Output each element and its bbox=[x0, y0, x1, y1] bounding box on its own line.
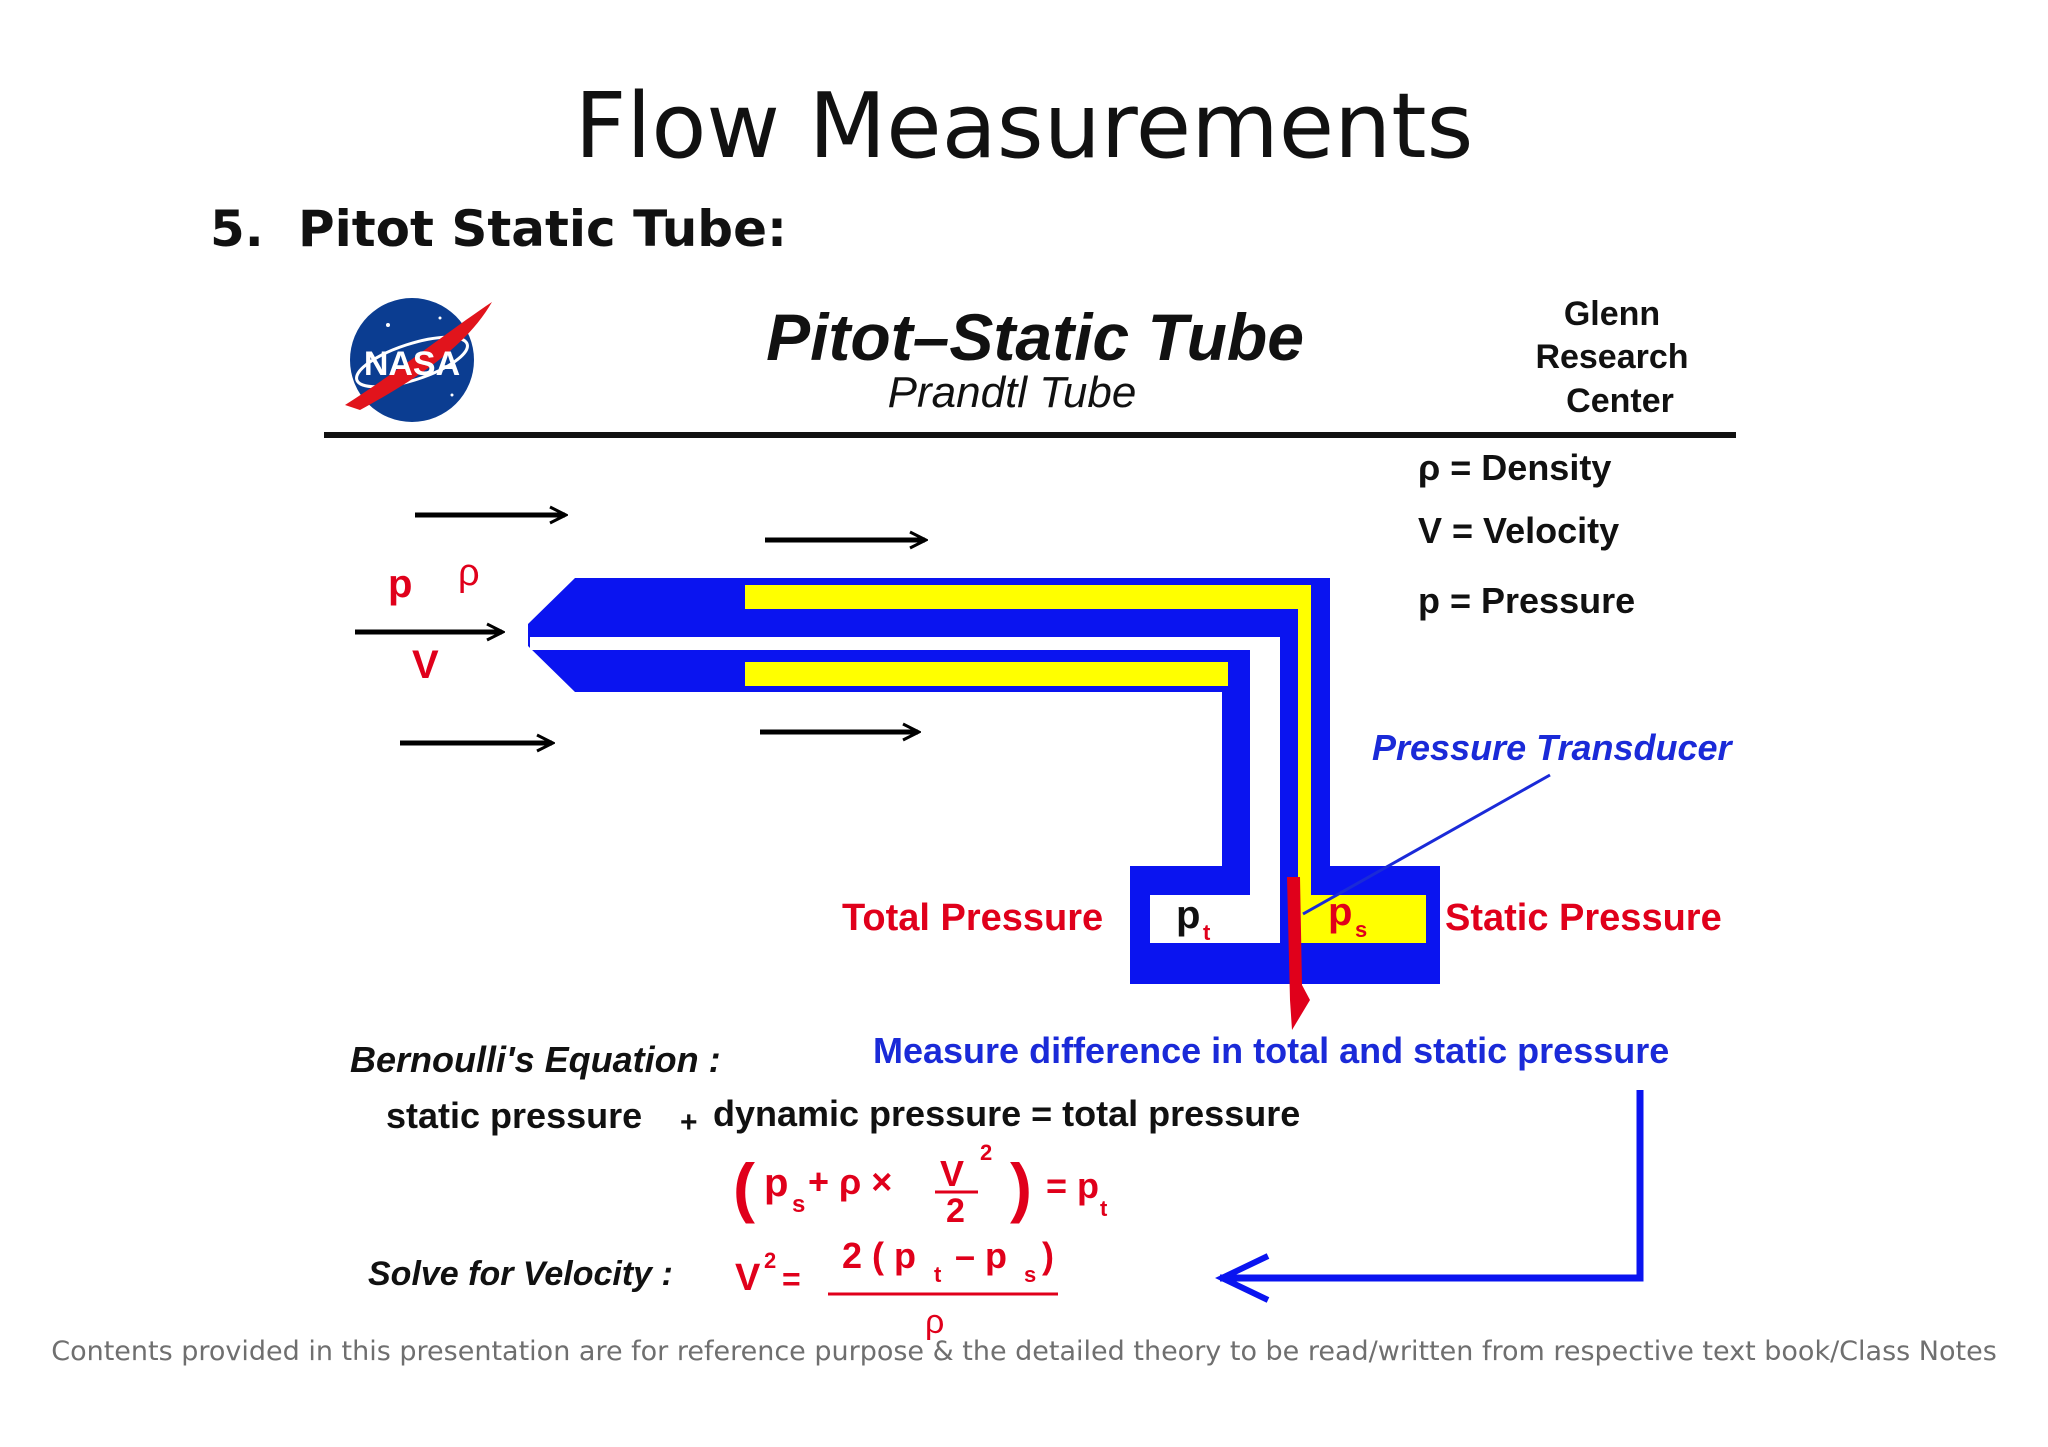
formula1-p: p bbox=[764, 1161, 788, 1205]
bernoulli-formula: ( p s + ρ × V 2 2 ) = p t bbox=[733, 1140, 1108, 1230]
diagram-subtitle: Prandtl Tube bbox=[888, 368, 1137, 417]
formula2-denominator: ρ bbox=[925, 1303, 944, 1341]
nasa-logo-text: NASA bbox=[364, 345, 460, 383]
transducer-membrane bbox=[1287, 877, 1310, 1030]
bernoulli-label: Bernoulli's Equation : bbox=[350, 1039, 721, 1080]
legend-velocity: V = Velocity bbox=[1418, 510, 1619, 551]
formula1-t-sub: t bbox=[1100, 1196, 1108, 1221]
section-number: 5. bbox=[210, 200, 264, 258]
flow-label-rho: ρ bbox=[458, 552, 480, 594]
pt-subscript: t bbox=[1203, 920, 1211, 945]
formula2-v: V bbox=[735, 1257, 761, 1299]
org-line-2: Research bbox=[1535, 338, 1688, 376]
formula2-equals: = bbox=[782, 1261, 801, 1297]
ps-label: p bbox=[1328, 890, 1352, 934]
equation-static-pressure: static pressure bbox=[386, 1095, 642, 1136]
formula1-s-sub: s bbox=[792, 1191, 805, 1218]
diagram-title: Pitot–Static Tube bbox=[766, 300, 1304, 374]
ps-subscript: s bbox=[1355, 917, 1367, 942]
equation-dynamic-total: dynamic pressure = total pressure bbox=[713, 1093, 1300, 1134]
formula2-numerator: 2 ( p bbox=[842, 1235, 916, 1276]
formula1-equals-p: = p bbox=[1046, 1165, 1099, 1206]
formula2-minus-p: – p bbox=[955, 1235, 1007, 1276]
return-arrow bbox=[1215, 1090, 1644, 1303]
formula1-open-paren: ( bbox=[733, 1150, 755, 1224]
formula1-close-paren: ) bbox=[1010, 1150, 1032, 1224]
org-line-1: Glenn bbox=[1564, 295, 1660, 333]
legend-density: ρ = Density bbox=[1418, 447, 1611, 488]
section-title: Pitot Static Tube: bbox=[298, 200, 787, 258]
footer-note: Contents provided in this presentation a… bbox=[51, 1336, 1997, 1367]
formula1-v: V bbox=[940, 1153, 964, 1194]
formula1-denominator: 2 bbox=[946, 1192, 965, 1230]
formula2-s-sub: s bbox=[1024, 1262, 1036, 1287]
pitot-tube bbox=[528, 578, 1440, 984]
org-line-3: Center bbox=[1566, 382, 1674, 420]
pt-label: p bbox=[1176, 893, 1200, 937]
section-heading: 5. Pitot Static Tube: bbox=[210, 200, 787, 258]
flow-label-p: p bbox=[388, 562, 412, 606]
transducer-label: Pressure Transducer bbox=[1372, 727, 1734, 768]
formula2-t-sub: t bbox=[934, 1262, 942, 1287]
flow-label-v: V bbox=[412, 643, 439, 687]
solve-velocity-label: Solve for Velocity : bbox=[368, 1255, 673, 1293]
formula1-v-exp: 2 bbox=[980, 1140, 992, 1165]
static-pressure-label: Static Pressure bbox=[1445, 897, 1722, 939]
legend-pressure: p = Pressure bbox=[1418, 580, 1635, 621]
formula2-close-paren: ) bbox=[1042, 1235, 1054, 1276]
equation-plus: + bbox=[680, 1106, 698, 1139]
formula1-plus-rho-times: + ρ × bbox=[808, 1161, 892, 1202]
formula2-v-exp: 2 bbox=[764, 1248, 776, 1273]
nasa-logo: NASA bbox=[345, 298, 492, 422]
slide-title: Flow Measurements bbox=[574, 74, 1474, 179]
transducer-leader-line bbox=[1302, 773, 1551, 916]
measure-difference-text: Measure difference in total and static p… bbox=[873, 1030, 1669, 1071]
total-pressure-label: Total Pressure bbox=[842, 897, 1103, 939]
velocity-formula: V 2 = 2 ( p t – p s ) ρ bbox=[735, 1235, 1058, 1341]
